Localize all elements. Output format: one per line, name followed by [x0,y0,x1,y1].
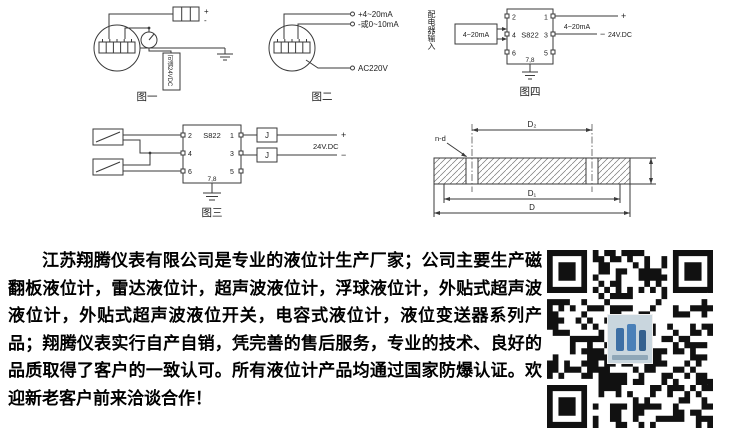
fig4-terminal-78: 7,8 [525,57,534,64]
fig4-terminal-1: 1 [544,15,548,22]
fig3-wires [92,124,337,201]
fig4-terminal-4: 4 [512,33,516,40]
fig3-minus-label: − [341,150,346,160]
fig3-terminal-4: 4 [188,151,192,158]
fig4-input-box-label: 4~20mA [463,32,490,39]
fig2-minus-terminal-label: -或0~10mA [358,19,399,29]
fig1-wires [93,6,233,91]
fig1-gauge-body-icon [93,24,141,72]
fig4-plus-label: + [621,11,626,21]
fig4-input-box-icon [454,23,498,45]
qr-pattern [547,250,713,428]
qr-code [547,250,713,428]
fig4-minus-label: − [600,29,605,39]
flange-dimension-drawing: D₂ n-d D₁ D [433,120,656,217]
fig3-switch-1-icon [92,128,124,146]
fig1-psu-label: 可调24VDC [166,55,172,87]
flange-dim-d1: D₁ [528,189,537,198]
fig4-supply-label: 24V.DC [608,32,632,39]
fig3-caption: 图三 [202,207,223,219]
fig4-input-vertical-label: 配电器输入 [427,10,436,50]
fig4-terminal-5: 5 [544,51,548,58]
fig4-wires [454,8,618,80]
qr-center-photo [607,314,653,364]
fig2-gauge-body-icon [268,24,316,72]
fig1-psu-box-icon [162,52,181,91]
flange-dim-d2: D₂ [528,120,537,129]
fig3-plus-label: + [341,130,346,140]
fig1-plus-label: + [204,7,209,16]
fig3-model-label: S822 [203,131,221,140]
fig2-caption: 图二 [312,91,333,103]
fig3-terminal-5: 5 [230,169,234,176]
fig4-output-label: 4~20mA [564,24,591,31]
fig2-terminal-strip-icon [273,41,311,54]
figure-2-wiring-diagram: +4~20mA -或0~10mA AC220V 图二 [268,10,399,103]
fig2-plus-terminal-label: +4~20mA [358,10,393,19]
fig1-minus-label: - [204,16,207,25]
fig3-terminal-3: 3 [230,151,234,158]
fig4-model-label: S822 [521,31,539,40]
fig3-terminal-78: 7,8 [207,176,216,183]
fig1-indicator-box-icon [172,6,200,22]
flange-dim-nd: n-d [435,134,446,143]
fig3-switch-2-icon [92,158,124,176]
fig2-wires [268,11,355,72]
fig3-relay-2-label: J [265,151,269,160]
fig4-caption: 图四 [520,86,541,98]
fig3-terminal-6: 6 [188,169,192,176]
fig4-terminal-3: 3 [544,33,548,40]
flange-body [433,124,656,217]
fig4-terminal-2: 2 [512,15,516,22]
figure-3-wiring-diagram: 2 4 6 1 3 5 S822 7,8 J J + − 24V.DC 图三 [92,124,346,219]
flange-dim-d: D [529,203,535,212]
fig3-supply-label: 24V.DC [313,142,339,151]
fig1-terminal-strip-icon [98,41,136,54]
company-description: 江苏翔腾仪表有限公司是专业的液位计生产厂家；公司主要生产磁翻板液位计，雷达液位计… [8,251,542,408]
fig3-terminal-2: 2 [188,133,192,140]
fig3-relay-1-label: J [265,131,269,140]
figure-4-wiring-diagram: 4~20mA 2 4 6 1 3 5 S822 7,8 4~20mA + − 2… [454,8,632,98]
fig2-ac-terminal-label: AC220V [358,64,388,73]
fig3-terminal-1: 1 [230,133,234,140]
fig4-terminal-6: 6 [512,51,516,58]
fig1-caption: 图一 [137,91,158,103]
figure-1-wiring-diagram: + - 图一 [93,6,233,103]
